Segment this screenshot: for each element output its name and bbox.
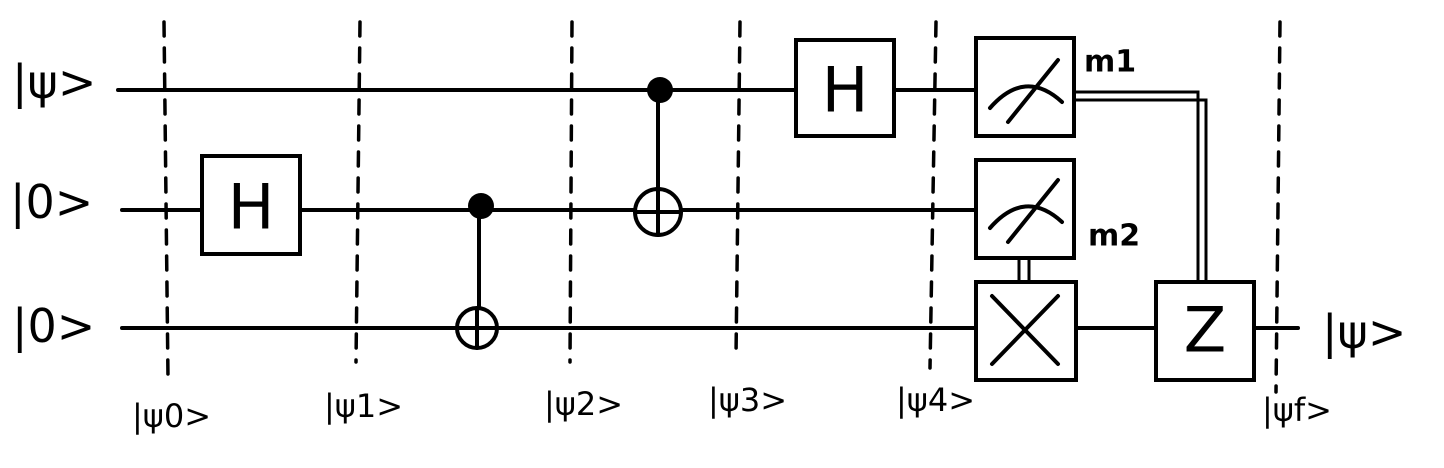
state-label-psi0: |ψ0> <box>132 397 211 435</box>
svg-text:Z: Z <box>1184 294 1226 367</box>
meter-needle-icon <box>1006 58 1060 124</box>
control-dot <box>647 77 673 103</box>
measurement-q1 <box>974 158 1076 260</box>
barrier-psi4 <box>928 20 938 370</box>
barrier-psi2 <box>568 20 574 364</box>
state-label-psi1: |ψ1> <box>324 387 403 425</box>
z-gate-q2: Z <box>1154 280 1256 382</box>
classical-wire-m2 <box>1017 256 1031 284</box>
classical-wire-m1 <box>1074 90 1208 284</box>
cnot-q1-q2 <box>455 193 499 350</box>
svg-text:H: H <box>822 54 869 127</box>
measurement-q0 <box>974 36 1076 138</box>
meter-arc-icon <box>988 204 1064 230</box>
input-label-q0: |ψ> <box>12 55 96 110</box>
output-label: |ψ> <box>1322 305 1406 360</box>
svg-text:H: H <box>228 171 275 244</box>
state-label-psif: |ψf> <box>1262 391 1332 429</box>
cnot-q0-q1 <box>633 77 683 237</box>
meter-needle-icon <box>1006 178 1060 244</box>
hadamard-gate-q0: H <box>794 38 896 138</box>
barrier-psi1 <box>354 20 362 364</box>
state-label-psi4: |ψ4> <box>896 381 975 419</box>
measurement-label-m2: m2 <box>1088 219 1140 254</box>
measurement-label-m1: m1 <box>1084 45 1136 80</box>
control-dot <box>468 193 494 219</box>
meter-arc-icon <box>988 84 1064 110</box>
barrier-psi0 <box>162 20 170 380</box>
barrier-psif <box>1274 20 1282 394</box>
input-label-q1: |0> <box>10 175 93 230</box>
hadamard-gate-q1: H <box>200 154 302 256</box>
x-gate-q2 <box>974 280 1078 382</box>
state-label-psi3: |ψ3> <box>708 381 787 419</box>
state-label-psi2: |ψ2> <box>544 385 623 423</box>
barrier-psi3 <box>734 20 742 358</box>
input-label-q2: |0> <box>12 299 95 354</box>
